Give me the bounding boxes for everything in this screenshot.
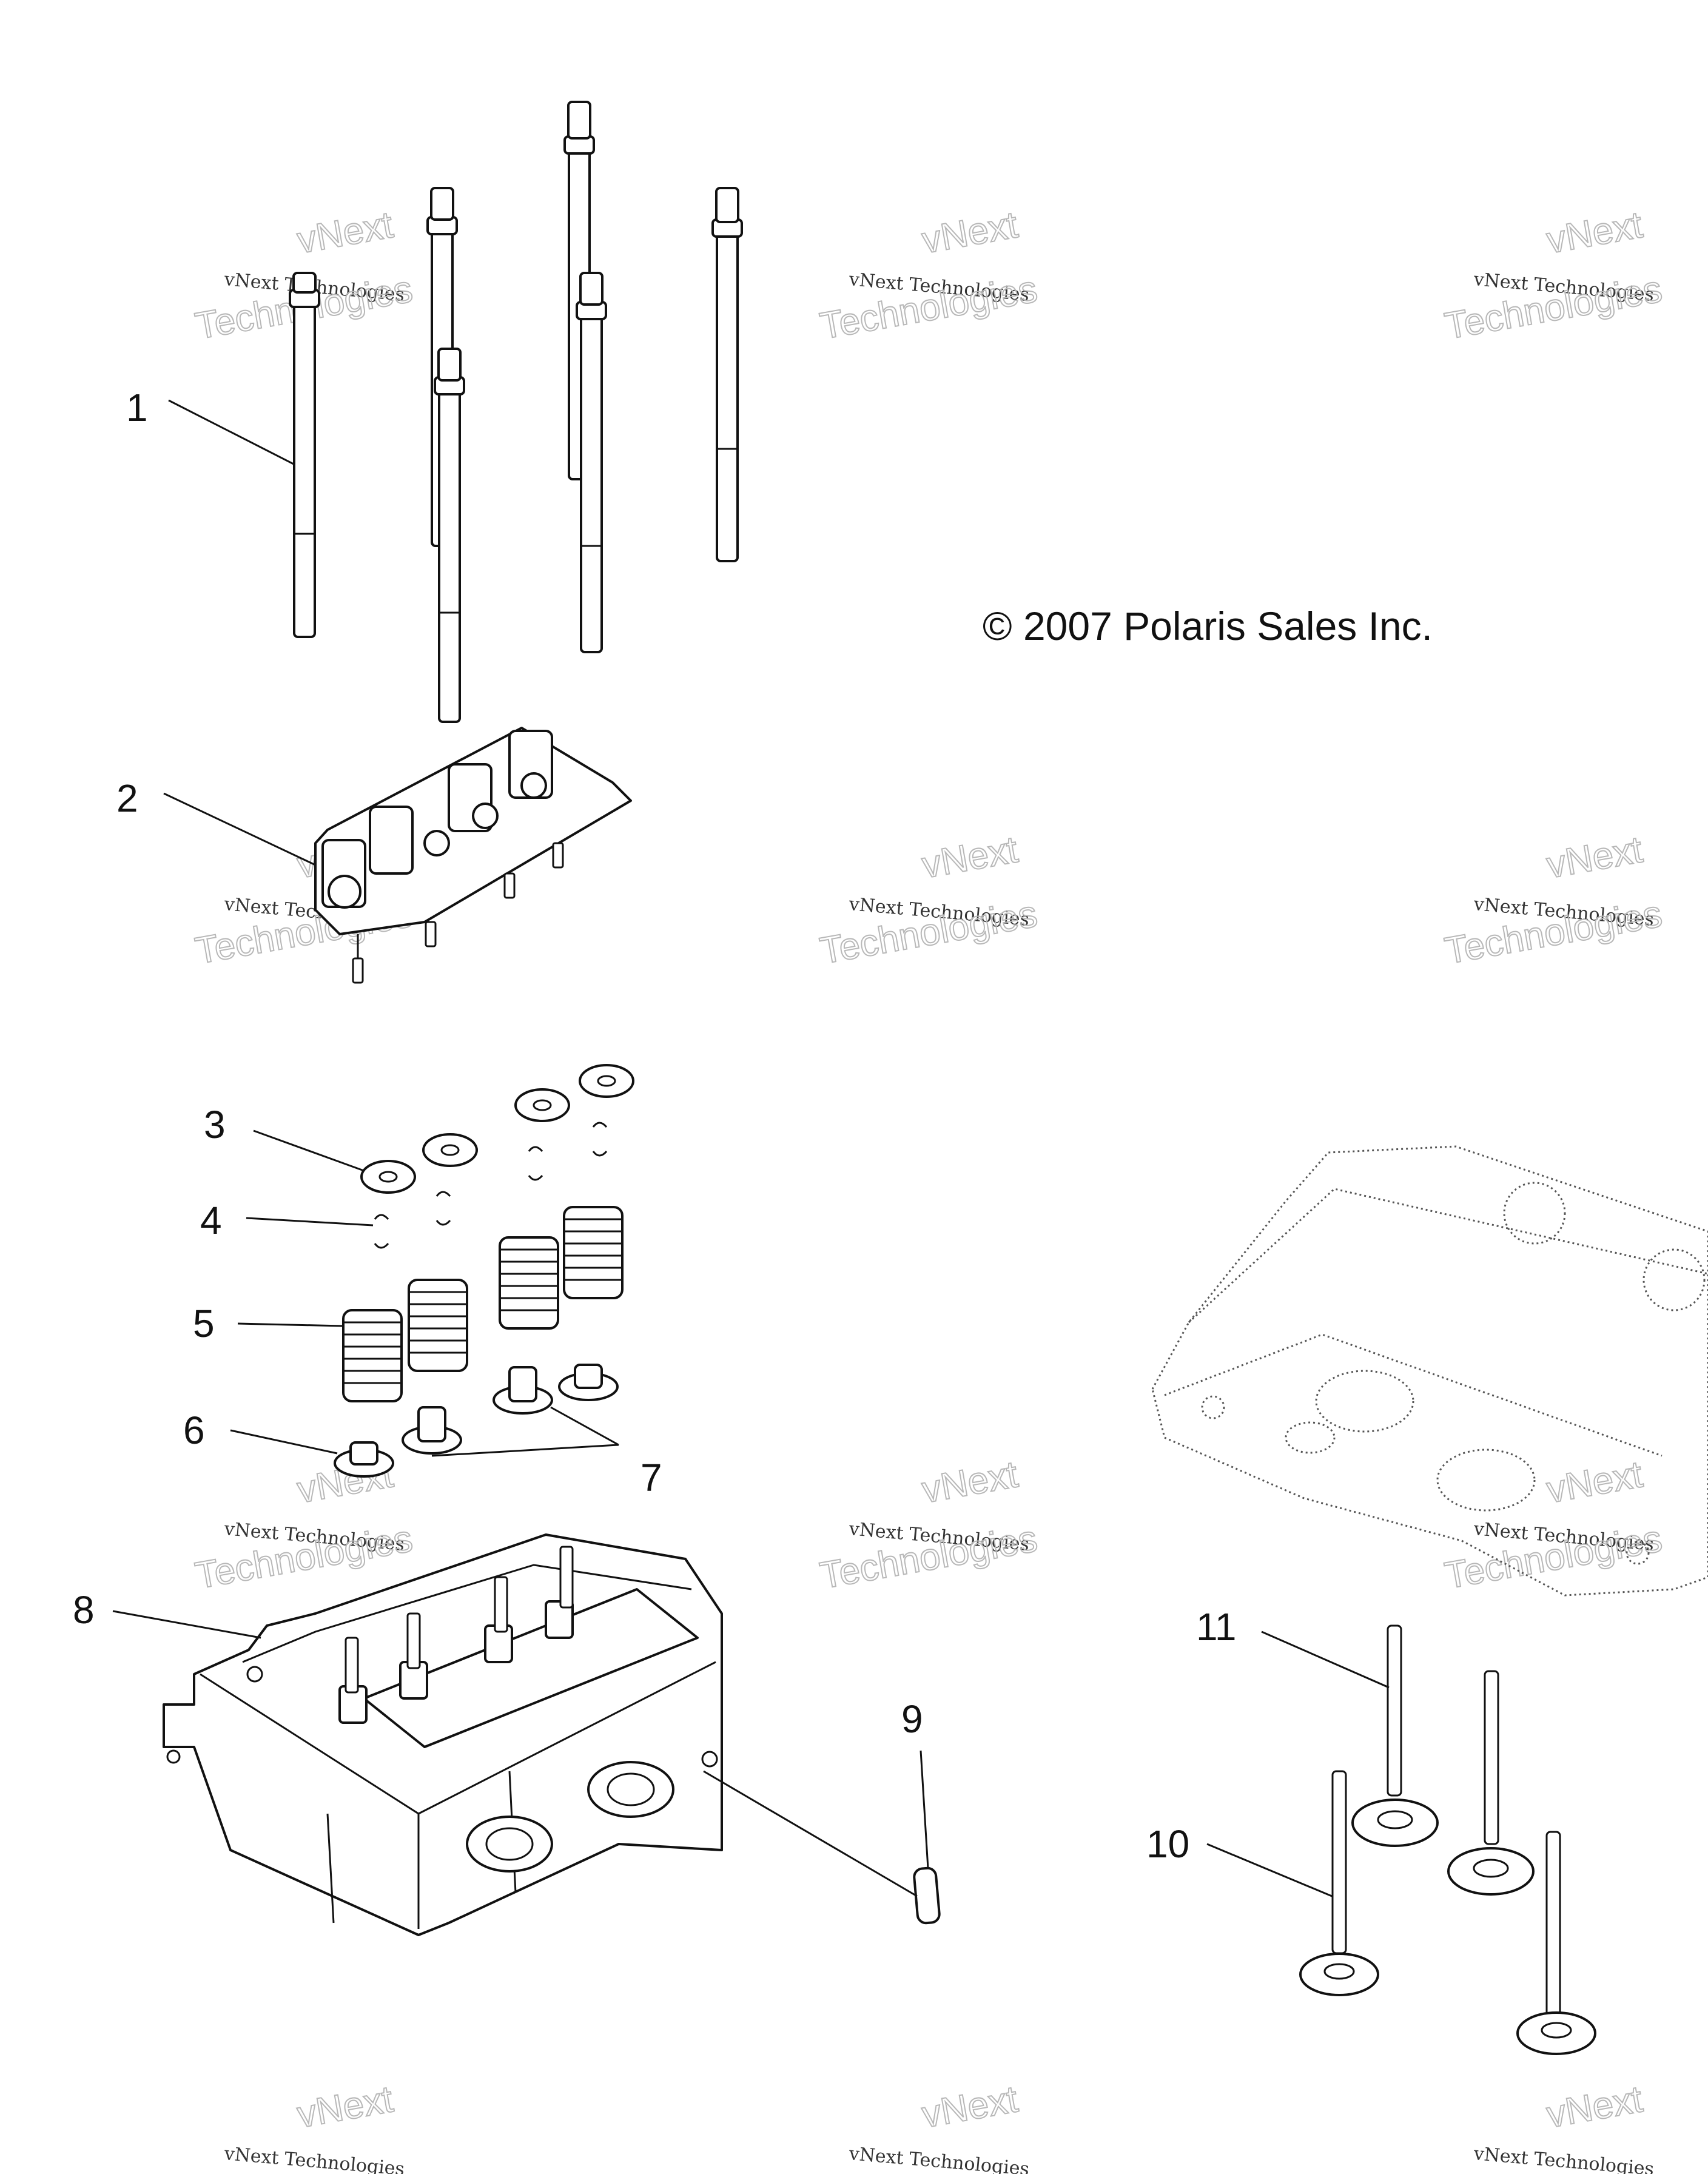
valve-spring — [563, 1206, 624, 1299]
valve-spring — [342, 1309, 403, 1402]
valve-stem-seals — [402, 1364, 619, 1455]
head-bolt — [289, 272, 320, 638]
watermark: vNext Technologies vNext Technologies — [1441, 1453, 1666, 1598]
callout-10: 10 — [1146, 1822, 1189, 1866]
callout-1: 1 — [126, 386, 148, 429]
watermark-big-1: vNext — [1544, 2078, 1646, 2136]
watermark-big-1: vNext — [919, 829, 1021, 886]
callouts: 1 2 3 4 5 6 7 8 9 10 11 — [73, 386, 1236, 1866]
head-bolt — [434, 348, 465, 723]
callout-3: 3 — [204, 1103, 226, 1146]
callout-8: 8 — [73, 1588, 95, 1632]
watermark-big-1: vNext — [1544, 204, 1646, 261]
valve-stems — [345, 1546, 574, 1694]
intake-valves — [1351, 1624, 1535, 1896]
callout-9: 9 — [901, 1697, 923, 1741]
watermark: vNext Technologies vNext Technologies — [1441, 203, 1666, 348]
watermark: vNext Technologies vNext Technologies — [816, 203, 1041, 348]
valve — [1351, 1624, 1439, 1847]
callout-4: 4 — [200, 1199, 222, 1242]
head-bolts — [289, 101, 743, 723]
valve-seat-washer — [334, 1441, 394, 1478]
valve-spring — [499, 1236, 559, 1330]
head-bolt — [576, 272, 607, 653]
callout-11: 11 — [1196, 1605, 1236, 1649]
valve — [1299, 1770, 1379, 1996]
callout-6: 6 — [183, 1408, 205, 1452]
watermark-big-1: vNext — [919, 1453, 1021, 1511]
watermark-text: vNext Technologies — [1472, 2143, 1655, 2174]
watermark: vNext Technologies vNext Technologies — [1441, 828, 1666, 973]
watermark-text: vNext Technologies — [847, 2143, 1030, 2174]
callout-7: 7 — [640, 1456, 662, 1499]
rocker-arm-assembly — [314, 727, 632, 984]
valve — [1516, 1831, 1596, 2055]
valve-keepers — [374, 1122, 608, 1249]
cylinder-head — [163, 1533, 723, 1936]
dowel-pin — [913, 1866, 941, 1925]
valve-spring — [408, 1279, 468, 1372]
leader-lines — [112, 399, 1390, 1897]
valve-spring-retainers — [360, 1064, 634, 1194]
watermark: vNext Technologies vNext Technologies — [192, 1453, 416, 1598]
copyright-text: © 2007 Polaris Sales Inc. — [983, 604, 1433, 648]
watermark-big-1: vNext — [1544, 829, 1646, 886]
valve-springs — [342, 1206, 624, 1402]
watermark-big-1: vNext — [1544, 1453, 1646, 1511]
watermark: vNext Technologies vNext — [1472, 2078, 1655, 2174]
exhaust-valves — [1299, 1770, 1596, 2055]
watermark-big-1: vNext — [294, 2078, 396, 2136]
cylinder-head-reference-outline — [1151, 1145, 1708, 1597]
callout-5: 5 — [193, 1302, 215, 1345]
watermark: vNext Technologies vNext Technologies — [816, 828, 1041, 973]
watermark-big-1: vNext — [294, 204, 396, 261]
watermark: vNext Technologies vNext — [223, 2078, 405, 2174]
watermark-text: vNext Technologies — [223, 2143, 405, 2174]
watermark: vNext Technologies vNext — [847, 2078, 1030, 2174]
valve — [1447, 1670, 1535, 1896]
watermark: vNext Technologies vNext Technologies — [816, 1453, 1041, 1598]
callout-2: 2 — [116, 776, 138, 820]
head-bolt — [711, 187, 743, 562]
watermark-big-1: vNext — [919, 2078, 1021, 2136]
watermark-big-1: vNext — [919, 204, 1021, 261]
